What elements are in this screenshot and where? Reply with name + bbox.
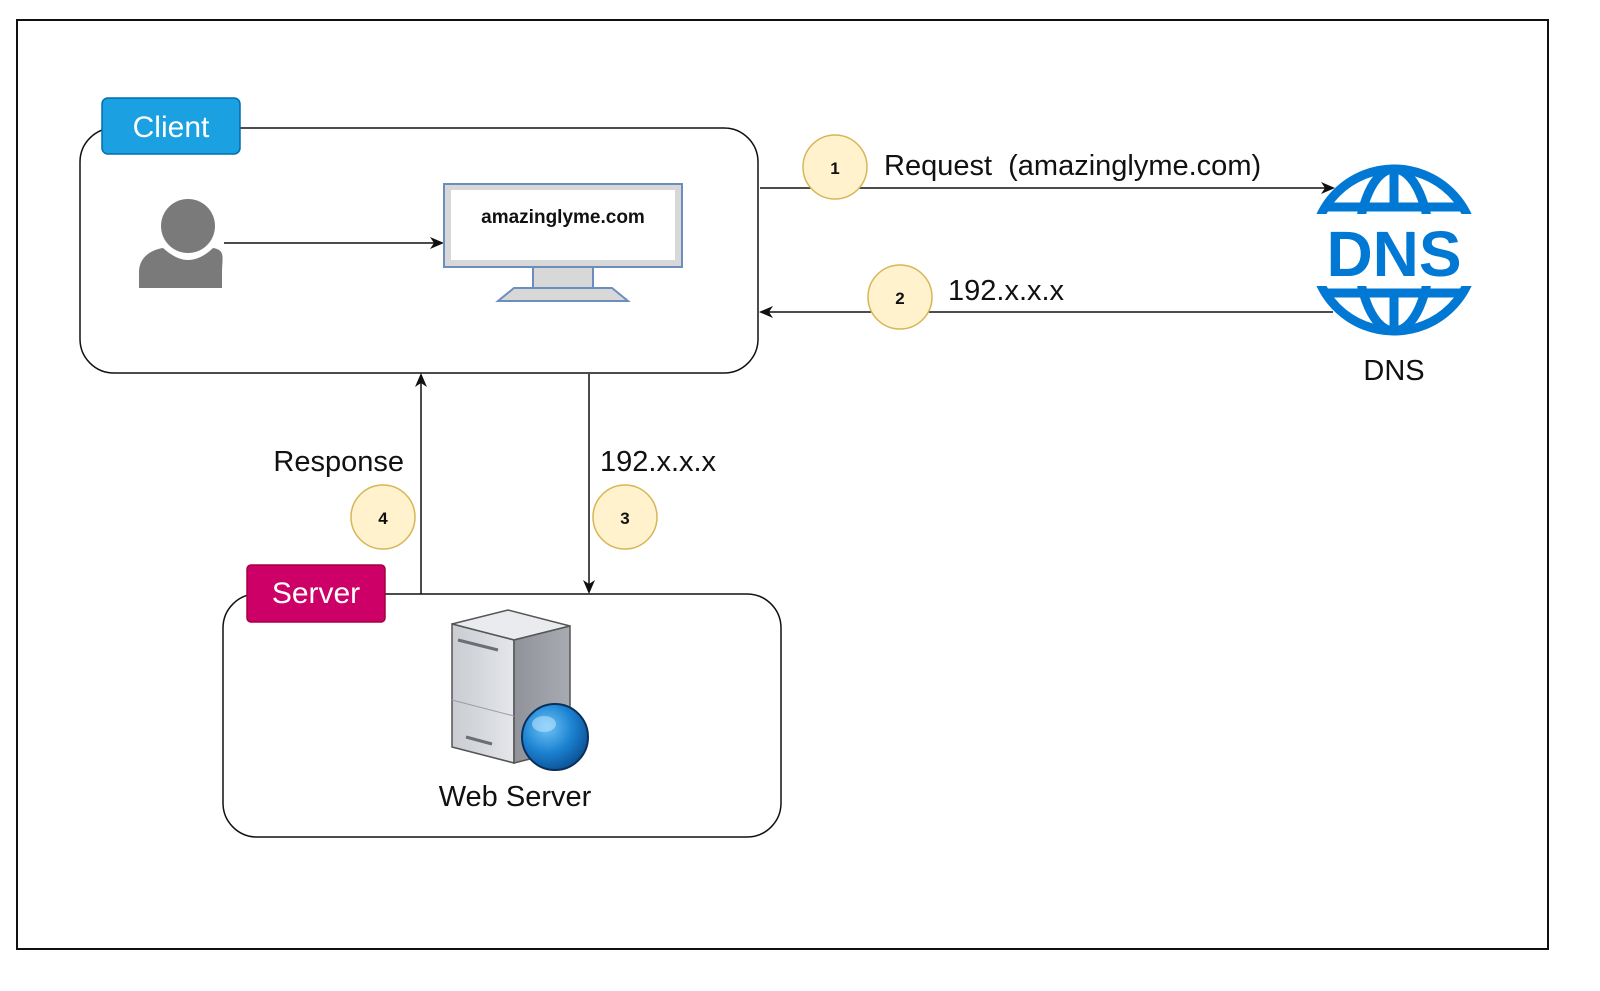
user-icon [139, 199, 223, 288]
step-4-number: 4 [378, 509, 388, 528]
server-tag [246, 564, 386, 623]
step-2-number: 2 [895, 289, 904, 308]
step-4-label: Response [273, 446, 404, 478]
monitor-url: amazinglyme.com [481, 207, 645, 228]
client-tag [101, 97, 241, 155]
server-container: Server Web Server [222, 564, 782, 838]
step-3-number: 3 [620, 509, 629, 528]
monitor-icon: amazinglyme.com [443, 183, 683, 302]
client-container: Client amazinglyme.com [79, 97, 759, 374]
step-4-badge: 4 [350, 484, 416, 550]
diagram-border [16, 19, 1549, 950]
server-tag-label: Server [272, 577, 360, 610]
step-3-badge: 3 [592, 484, 658, 550]
step-2-label: 192.x.x.x [948, 275, 1065, 307]
dns-icon-text: DNS [1326, 218, 1461, 290]
step-1-badge: 1 [802, 134, 868, 200]
client-tag-label: Client [133, 111, 210, 144]
dns-globe-icon [1308, 164, 1480, 336]
step-3-label: 192.x.x.x [600, 446, 717, 478]
step-2-badge: 2 [867, 264, 933, 330]
step-1-number: 1 [830, 159, 839, 178]
step-1-label: Request (amazinglyme.com) [884, 150, 1261, 182]
web-server-label: Web Server [439, 781, 592, 813]
dns-label: DNS [1363, 355, 1424, 387]
web-server-icon [451, 609, 589, 771]
